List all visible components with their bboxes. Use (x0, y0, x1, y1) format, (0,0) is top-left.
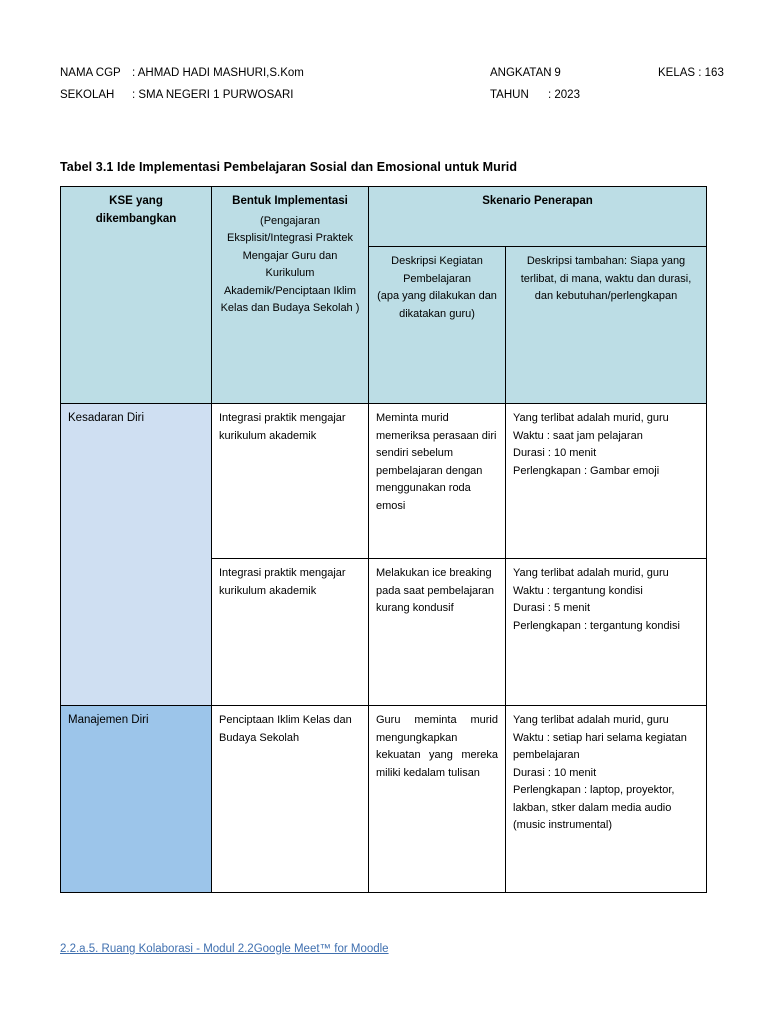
cell-deskripsi-kegiatan: Guru meminta murid mengungkapkan kekuata… (368, 705, 506, 893)
tambahan-line: Durasi : 10 menit (513, 447, 597, 459)
cell-kse-manajemen-diri: Manajemen Diri (60, 705, 212, 893)
cell-implementasi: Penciptaan Iklim Kelas dan Budaya Sekola… (211, 705, 369, 893)
identity-right-name: ANGKATAN : 9 KELAS : 163 (490, 62, 724, 84)
year-label: TAHUN (490, 89, 529, 101)
tambahan-line: Waktu : saat jam pelajaran (513, 429, 643, 442)
identity-left-name: NAMA CGP : AHMAD HADI MASHURI,S.Kom (60, 62, 490, 84)
table-row: Integrasi praktik mengajar kurikulum aka… (61, 558, 708, 706)
school-value: : SMA NEGERI 1 PURWOSARI (132, 89, 294, 101)
cell-deskripsi-kegiatan: Melakukan ice breaking pada saat pembela… (368, 558, 506, 706)
tambahan-line: Perlengkapan : Gambar emoji (513, 464, 660, 477)
table-row: Kesadaran Diri Integrasi praktik mengaja… (60, 403, 708, 706)
school-label: SEKOLAH (60, 89, 115, 101)
header-deskripsi-line1: Deskripsi Kegiatan (391, 255, 483, 267)
header-cell-kse: KSE yang dikembangkan (60, 186, 212, 404)
cell-implementasi: Integrasi praktik mengajar kurikulum aka… (211, 403, 369, 559)
cell-kse-kesadaran-diri: Kesadaran Diri (60, 403, 212, 706)
table-header-row-1: KSE yang dikembangkan Bentuk Implementas… (60, 186, 708, 404)
table-container: KSE yang dikembangkan Bentuk Implementas… (60, 186, 708, 893)
name-value: : AHMAD HADI MASHURI,S.Kom (132, 67, 304, 79)
identity-header: NAMA CGP : AHMAD HADI MASHURI,S.Kom ANGK… (60, 62, 724, 106)
tambahan-line: Yang terlibat adalah murid, guru (513, 567, 669, 579)
cell-deskripsi-tambahan: Yang terlibat adalah murid, guru Waktu :… (504, 403, 708, 559)
table-header-row-2: Deskripsi Kegiatan Pembelajaran (apa yan… (61, 246, 708, 404)
footer-link[interactable]: 2.2.a.5. Ruang Kolaborasi - Modul 2.2Goo… (60, 943, 389, 955)
tambahan-line: Waktu : tergantung kondisi (513, 584, 643, 597)
batch-value: : 9 (548, 67, 561, 79)
header-cell-deskripsi-kegiatan: Deskripsi Kegiatan Pembelajaran (apa yan… (368, 246, 506, 404)
header-bentuk-sub: (Pengajaran Eksplisit/Integrasi Praktek … (220, 214, 360, 315)
cell-deskripsi-tambahan: Yang terlibat adalah murid, guru Waktu :… (504, 705, 708, 893)
identity-right-year: TAHUN : 2023 (490, 84, 658, 106)
header-deskripsi-line2: Pembelajaran (403, 272, 471, 285)
header-deskripsi-line4: dikatakan guru) (399, 307, 475, 320)
tambahan-line: Durasi : 10 menit (513, 766, 597, 779)
class-label: KELAS : 163 (658, 67, 724, 79)
year-value: : 2023 (548, 89, 580, 101)
tambahan-line: Durasi : 5 menit (513, 602, 591, 614)
header-deskripsi-line3: (apa yang dilakukan dan (377, 290, 497, 302)
tambahan-line: Yang terlibat adalah murid, guru (513, 714, 669, 726)
cell-deskripsi-kegiatan: Meminta murid memeriksa perasaan diri se… (368, 403, 506, 559)
tambahan-line: Yang terlibat adalah murid, guru (513, 412, 669, 424)
header-cell-skenario-penerapan: Skenario Penerapan (367, 186, 708, 247)
tambahan-line: Perlengkapan : tergantung kondisi (513, 619, 680, 632)
header-cell-deskripsi-tambahan: Deskripsi tambahan: Siapa yang terlibat,… (504, 246, 708, 404)
header-bentuk-title: Bentuk Implementasi (232, 195, 348, 207)
tambahan-line: Perlengkapan : laptop, proyektor, lakban… (513, 784, 675, 831)
header-skenario-title: Skenario Penerapan (482, 195, 593, 207)
tambahan-line: Waktu : setiap hari selama kegiatan pemb… (513, 731, 687, 762)
identity-row-school: SEKOLAH : SMA NEGERI 1 PURWOSARI TAHUN :… (60, 84, 710, 106)
identity-row-name: NAMA CGP : AHMAD HADI MASHURI,S.Kom ANGK… (60, 62, 724, 84)
header-kse-label: KSE yang dikembangkan (95, 195, 177, 225)
header-cell-bentuk-implementasi: Bentuk Implementasi (Pengajaran Eksplisi… (211, 186, 369, 404)
cell-implementasi: Integrasi praktik mengajar kurikulum aka… (211, 558, 369, 706)
cell-deskripsi-tambahan: Yang terlibat adalah murid, guru Waktu :… (504, 558, 708, 706)
table-row: Manajemen Diri Penciptaan Iklim Kelas da… (60, 705, 708, 893)
batch-label: ANGKATAN (490, 67, 552, 79)
identity-left-school: SEKOLAH : SMA NEGERI 1 PURWOSARI (60, 84, 490, 106)
name-label: NAMA CGP (60, 67, 121, 79)
table-caption: Tabel 3.1 Ide Implementasi Pembelajaran … (60, 160, 518, 174)
implementation-table: KSE yang dikembangkan Bentuk Implementas… (60, 186, 708, 893)
